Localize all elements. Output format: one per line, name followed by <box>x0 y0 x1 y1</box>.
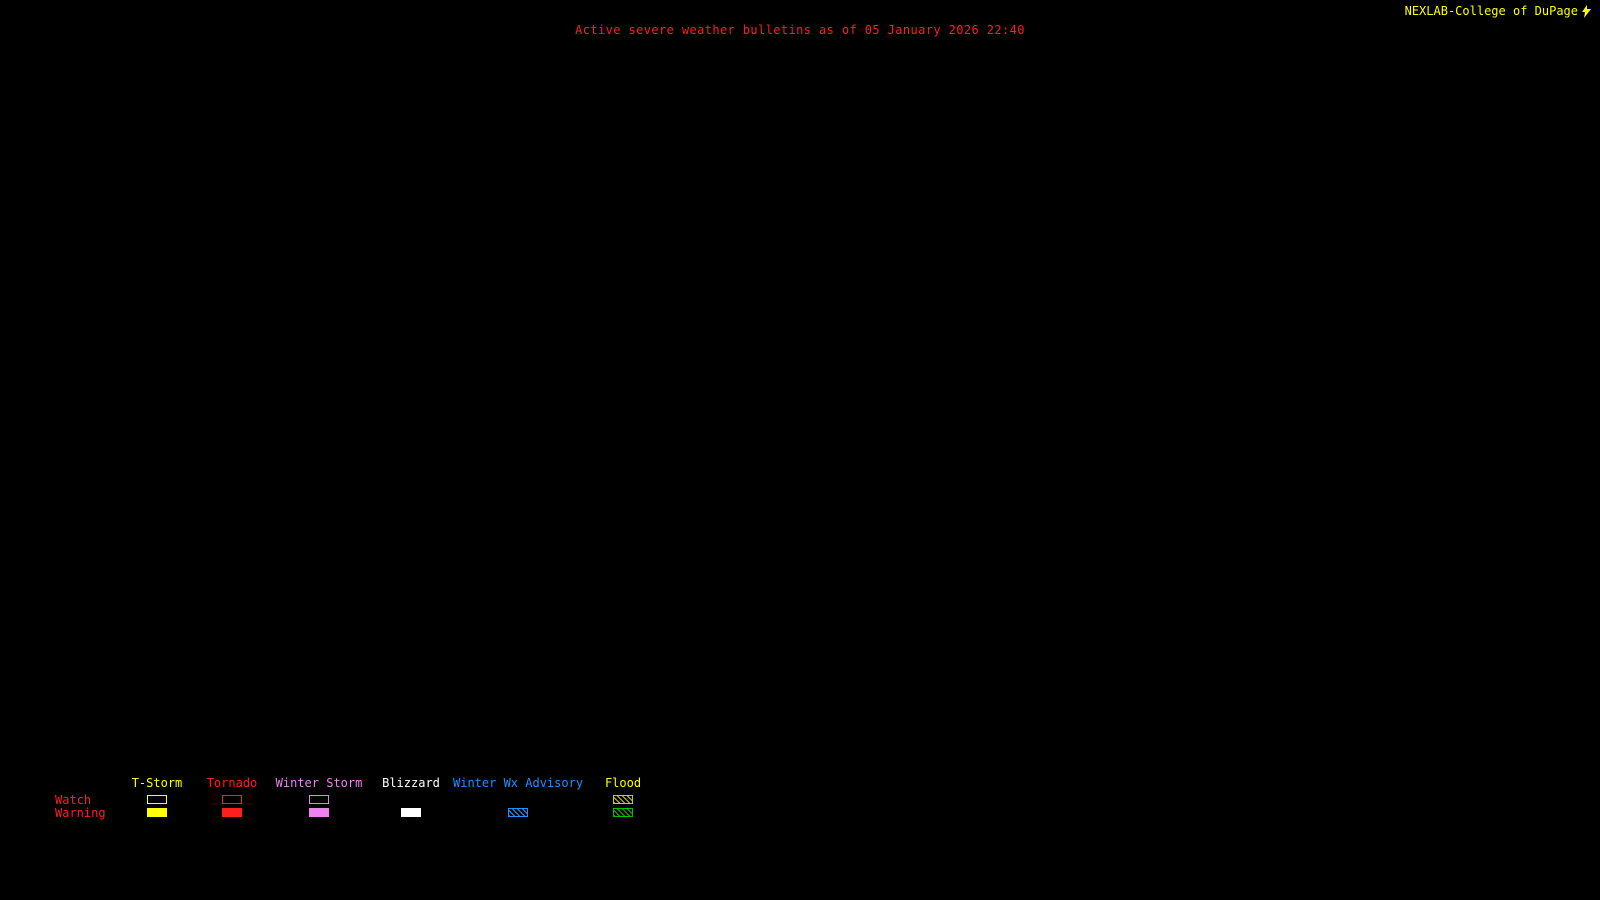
legend-col-tornado: Tornado <box>195 776 269 819</box>
legend-col-flood: Flood <box>583 776 663 819</box>
legend-col-winter-storm: Winter Storm <box>269 776 369 819</box>
legend-label-blizzard: Blizzard <box>382 776 440 790</box>
map-title: Active severe weather bulletins as of 05… <box>575 23 1025 37</box>
winter-storm-warning-swatch <box>309 808 329 817</box>
blizzard-warning-swatch <box>401 808 421 817</box>
legend-col-winter-wx-advisory: Winter Wx Advisory <box>453 776 583 819</box>
tornado-watch-swatch <box>222 795 242 804</box>
legend-label-tstorm: T-Storm <box>131 776 183 790</box>
legend-label-winter-wx-advisory: Winter Wx Advisory <box>453 776 584 790</box>
legend-label-winter-storm: Winter Storm <box>275 776 363 790</box>
flood-watch-swatch <box>613 795 633 804</box>
attribution: NEXLAB-College of DuPage <box>1405 4 1592 18</box>
tornado-watch-cell <box>195 793 269 806</box>
flood-warning-cell <box>583 806 663 819</box>
blizzard-warning-cell <box>369 806 453 819</box>
tstorm-warning-swatch <box>147 808 167 817</box>
tornado-warning-cell <box>195 806 269 819</box>
winter-wx-advisory-warning-cell <box>453 806 583 819</box>
winter-wx-advisory-watch-cell <box>453 793 583 806</box>
warning-row-label: Warning <box>55 805 106 820</box>
tornado-warning-swatch <box>222 808 242 817</box>
attribution-text: NEXLAB-College of DuPage <box>1404 4 1578 18</box>
tstorm-warning-cell <box>119 806 195 819</box>
winter-storm-watch-cell <box>269 793 369 806</box>
flood-warning-swatch <box>613 808 633 817</box>
legend-col-tstorm: T-Storm <box>119 776 195 819</box>
legend-label-flood: Flood <box>604 776 642 790</box>
nexlab-logo-icon <box>1581 4 1592 18</box>
tstorm-watch-swatch <box>147 795 167 804</box>
legend-row-label-spacer <box>55 776 119 793</box>
legend-row-labels: Watch Warning <box>55 776 119 820</box>
legend-columns: T-Storm Tornado Winter Storm Blizzard Winter… <box>119 776 663 819</box>
legend: Watch Warning T-Storm Tornado Winter Storm… <box>55 776 663 820</box>
winter-storm-warning-cell <box>269 806 369 819</box>
watch-row-label: Watch <box>55 792 92 807</box>
legend-label-tornado: Tornado <box>206 776 258 790</box>
winter-storm-watch-swatch <box>309 795 329 804</box>
winter-wx-advisory-warning-swatch <box>508 808 528 817</box>
tstorm-watch-cell <box>119 793 195 806</box>
legend-col-blizzard: Blizzard <box>369 776 453 819</box>
blizzard-watch-cell <box>369 793 453 806</box>
flood-watch-cell <box>583 793 663 806</box>
